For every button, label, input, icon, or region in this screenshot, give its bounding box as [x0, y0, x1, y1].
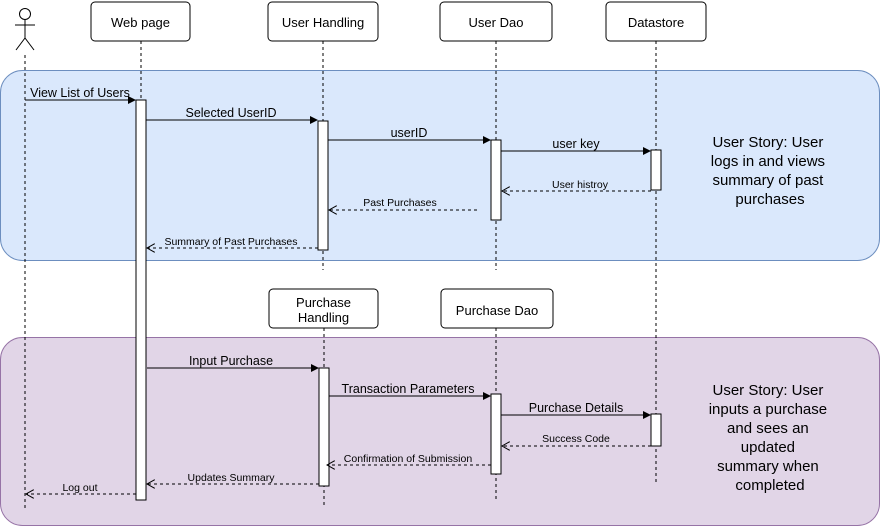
participant-label: Datastore [628, 15, 684, 30]
activation-purchase-handling [318, 367, 330, 487]
user-story-region-2 [0, 337, 880, 526]
message-label: Purchase Details [529, 401, 624, 415]
message-label: user key [552, 137, 600, 151]
activation-datastore-2 [650, 413, 662, 447]
message-label: Success Code [542, 433, 610, 445]
message-label: Summary of Past Purchases [164, 236, 297, 248]
user-story-region-1 [0, 70, 880, 261]
activation-web-page [135, 99, 147, 501]
message-label: Log out [62, 482, 97, 494]
message-label: Input Purchase [189, 354, 273, 368]
message-label: Past Purchases [363, 197, 437, 209]
message-label: Selected UserID [185, 106, 276, 120]
participant-datastore: Datastore [605, 1, 707, 42]
message-label: Transaction Parameters [342, 382, 475, 396]
user-story-1-text: User Story: User logs in and views summa… [711, 134, 829, 208]
activation-user-dao [490, 139, 502, 221]
participant-label: Handling [298, 310, 349, 325]
participant-purchase-dao: Purchase Dao [440, 288, 554, 329]
participant-label: User Handling [282, 15, 364, 30]
participant-purchase-handling: Purchase Handling [268, 288, 379, 329]
user-story-2-text: User Story: User inputs a purchase and s… [709, 382, 832, 494]
message-label: View List of Users [30, 86, 130, 100]
participant-label: Purchase Dao [456, 303, 538, 318]
message-label: Confirmation of Submission [344, 453, 473, 465]
participant-user-handling: User Handling [267, 1, 379, 42]
participant-label: User Dao [469, 15, 524, 30]
actor-icon [15, 8, 35, 51]
activation-user-handling [317, 120, 329, 251]
message-label: Updates Summary [188, 472, 276, 484]
participant-web-page: Web page [90, 1, 191, 42]
message-label: User histroy [552, 179, 609, 191]
participant-label: Purchase [296, 295, 351, 310]
activation-purchase-dao [490, 393, 502, 475]
message-label: userID [391, 126, 428, 140]
participant-label: Web page [111, 15, 170, 30]
participant-user-dao: User Dao [439, 1, 553, 42]
activation-datastore-1 [650, 149, 662, 191]
